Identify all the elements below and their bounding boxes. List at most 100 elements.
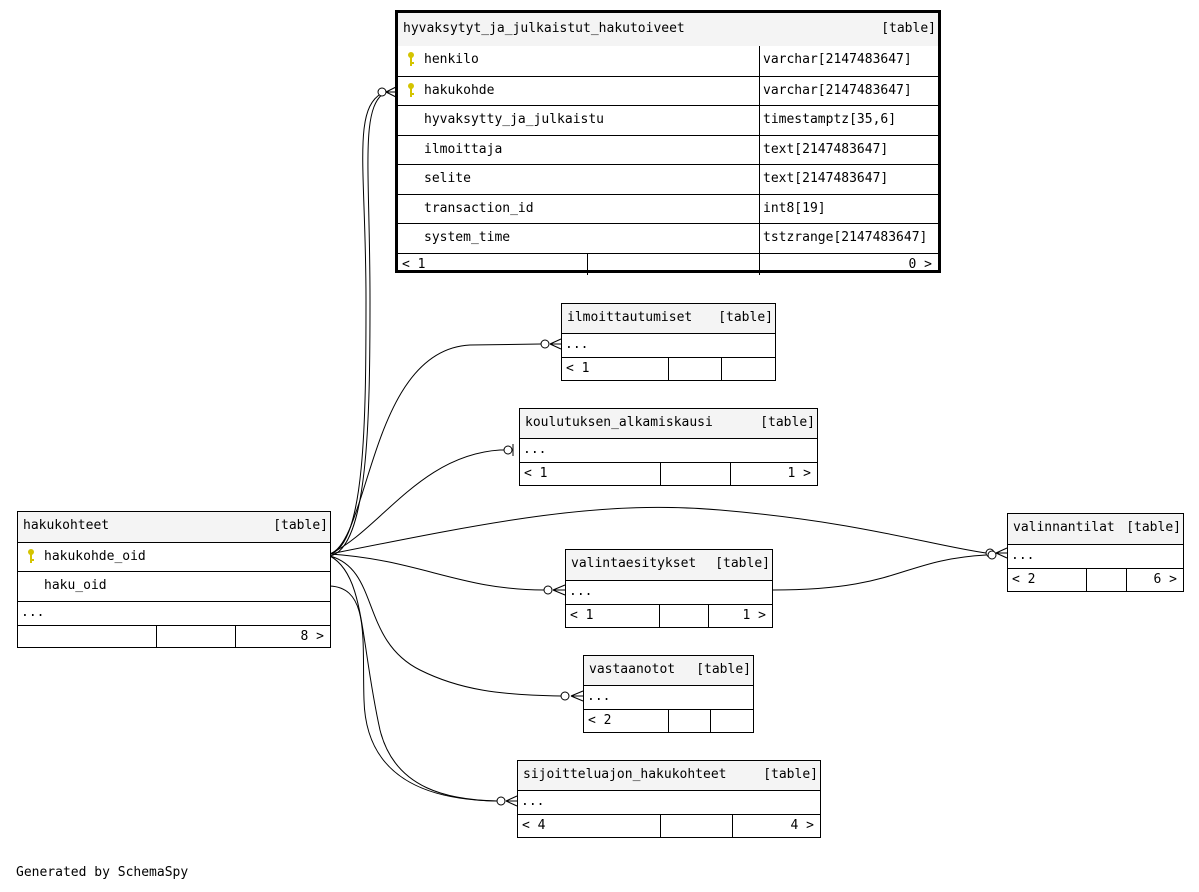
footer-children[interactable]: 6 > <box>1126 569 1183 591</box>
footer-parents[interactable] <box>18 626 156 647</box>
column-row[interactable]: hyvaksytty_ja_julkaistu timestamptz[35,6] <box>398 105 938 135</box>
column-type: int8[19] <box>759 194 938 223</box>
table-header: hyvaksytyt_ja_julkaistut_hakutoiveet [ta… <box>398 13 938 46</box>
table-header: hakukohteet [table] <box>18 512 330 542</box>
column-name: henkilo <box>424 52 479 67</box>
footer-middle <box>668 710 710 732</box>
table-kind: [table] <box>273 518 328 533</box>
table-name: hyvaksytyt_ja_julkaistut_hakutoiveet <box>403 21 685 36</box>
table-footer: < 4 4 > <box>518 814 820 837</box>
column-name: hakukohde <box>424 82 495 98</box>
table-name: vastaanotot <box>589 662 676 677</box>
table-name: ilmoittautumiset <box>567 310 693 325</box>
table-name: hakukohteet <box>23 518 110 533</box>
table-ilmoittautumiset[interactable]: ilmoittautumiset [table] ... < 1 <box>561 303 776 381</box>
table-kind: [table] <box>1126 520 1181 535</box>
column-name: haku_oid <box>44 578 107 593</box>
footer-middle <box>660 815 732 837</box>
table-footer: < 1 1 > <box>520 462 817 485</box>
footer-parents[interactable]: < 1 <box>570 608 594 623</box>
column-type: varchar[2147483647] <box>759 76 938 105</box>
table-ellipsis: ... <box>18 601 330 625</box>
key-icon <box>408 52 414 66</box>
footer-parents[interactable]: < 1 <box>566 361 590 376</box>
column-name: transaction_id <box>424 200 534 216</box>
column-row[interactable]: hakukohde_oid <box>18 542 330 571</box>
footer-parents[interactable]: < 1 <box>402 256 426 272</box>
edge-sijoittelu <box>329 585 498 802</box>
edge-hyvaksytyt <box>329 92 383 555</box>
table-ellipsis: ... <box>566 580 772 604</box>
table-valintaesitykset[interactable]: valintaesitykset [table] ... < 1 1 > <box>565 549 773 628</box>
column-type: text[2147483647] <box>759 165 938 194</box>
footer-parents[interactable]: < 1 <box>524 466 548 481</box>
footer-parents[interactable]: < 2 <box>1012 572 1036 587</box>
edge-valinnantilat-a <box>329 506 987 555</box>
table-name: koulutuksen_alkamiskausi <box>525 415 713 430</box>
table-header: valinnantilat [table] <box>1008 514 1183 544</box>
footer-parents[interactable]: < 2 <box>588 713 612 728</box>
footer-middle <box>156 626 235 647</box>
edge-vastaanotot <box>329 555 562 697</box>
table-header: ilmoittautumiset [table] <box>562 304 775 333</box>
column-row[interactable]: hakukohde varchar[2147483647] <box>398 75 938 105</box>
edge-hyvaksytyt-2 <box>329 92 385 557</box>
table-footer: < 1 0 > <box>398 252 938 275</box>
column-row[interactable]: transaction_id int8[19] <box>398 193 938 223</box>
column-type: text[2147483647] <box>759 135 938 164</box>
table-ellipsis: ... <box>518 790 820 814</box>
table-kind: [table] <box>715 556 770 571</box>
footer-children[interactable]: 1 > <box>708 605 772 627</box>
column-name: hakukohde_oid <box>44 549 146 564</box>
footer-children[interactable] <box>710 710 753 732</box>
edge-valintaesitykset <box>329 553 545 591</box>
column-name: system_time <box>424 230 511 245</box>
table-name: valinnantilat <box>1013 520 1115 535</box>
footer-children[interactable]: 4 > <box>732 815 820 837</box>
column-name: hyvaksytty_ja_julkaistu <box>424 112 605 127</box>
table-kind: [table] <box>881 21 936 36</box>
table-footer: < 2 6 > <box>1008 568 1183 591</box>
footer-children[interactable]: 0 > <box>759 253 938 275</box>
footer-parents[interactable]: < 4 <box>522 818 546 833</box>
table-hyvaksytyt[interactable]: hyvaksytyt_ja_julkaistut_hakutoiveet [ta… <box>395 10 941 275</box>
table-valinnantilat[interactable]: valinnantilat [table] ... < 2 6 > <box>1007 513 1184 592</box>
table-footer: < 1 <box>562 357 775 380</box>
footer-middle <box>587 253 759 275</box>
table-ellipsis: ... <box>520 438 817 462</box>
column-type: timestamptz[35,6] <box>759 106 938 135</box>
table-kind: [table] <box>763 767 818 782</box>
table-ellipsis: ... <box>1008 544 1183 568</box>
column-type: tstzrange[2147483647] <box>759 224 938 253</box>
table-sijoittelu[interactable]: sijoitteluajon_hakukohteet [table] ... <… <box>517 760 821 838</box>
footer-children[interactable] <box>721 358 775 380</box>
column-row[interactable]: ilmoittaja text[2147483647] <box>398 134 938 164</box>
table-name: sijoitteluajon_hakukohteet <box>523 767 727 782</box>
table-header: vastaanotot [table] <box>584 656 753 685</box>
footer-children[interactable]: 8 > <box>235 626 330 647</box>
column-name: selite <box>424 171 471 186</box>
table-header: sijoitteluajon_hakukohteet [table] <box>518 761 820 790</box>
table-kind: [table] <box>696 662 751 677</box>
edge-koulutuksen <box>329 449 512 555</box>
column-row[interactable]: haku_oid <box>18 571 330 601</box>
table-koulutuksen[interactable]: koulutuksen_alkamiskausi [table] ... < 1… <box>519 408 818 486</box>
footer-children[interactable]: 1 > <box>730 463 817 485</box>
table-kind: [table] <box>718 310 773 325</box>
key-icon <box>408 82 414 97</box>
column-row[interactable]: selite text[2147483647] <box>398 164 938 194</box>
edge-valinnantilat-b <box>772 554 987 591</box>
footer-middle <box>660 463 730 485</box>
table-vastaanotot[interactable]: vastaanotot [table] ... < 2 <box>583 655 754 733</box>
table-ellipsis: ... <box>562 333 775 357</box>
column-row[interactable]: system_time tstzrange[2147483647] <box>398 223 938 253</box>
footer-middle <box>659 605 708 627</box>
table-footer: < 2 <box>584 709 753 732</box>
footer-middle <box>1086 569 1126 591</box>
column-name: ilmoittaja <box>424 141 503 157</box>
table-header: valintaesitykset [table] <box>566 550 772 580</box>
edge-sijoittelu-2 <box>329 555 498 802</box>
table-hakukohteet[interactable]: hakukohteet [table] hakukohde_oid haku_o… <box>17 511 331 648</box>
